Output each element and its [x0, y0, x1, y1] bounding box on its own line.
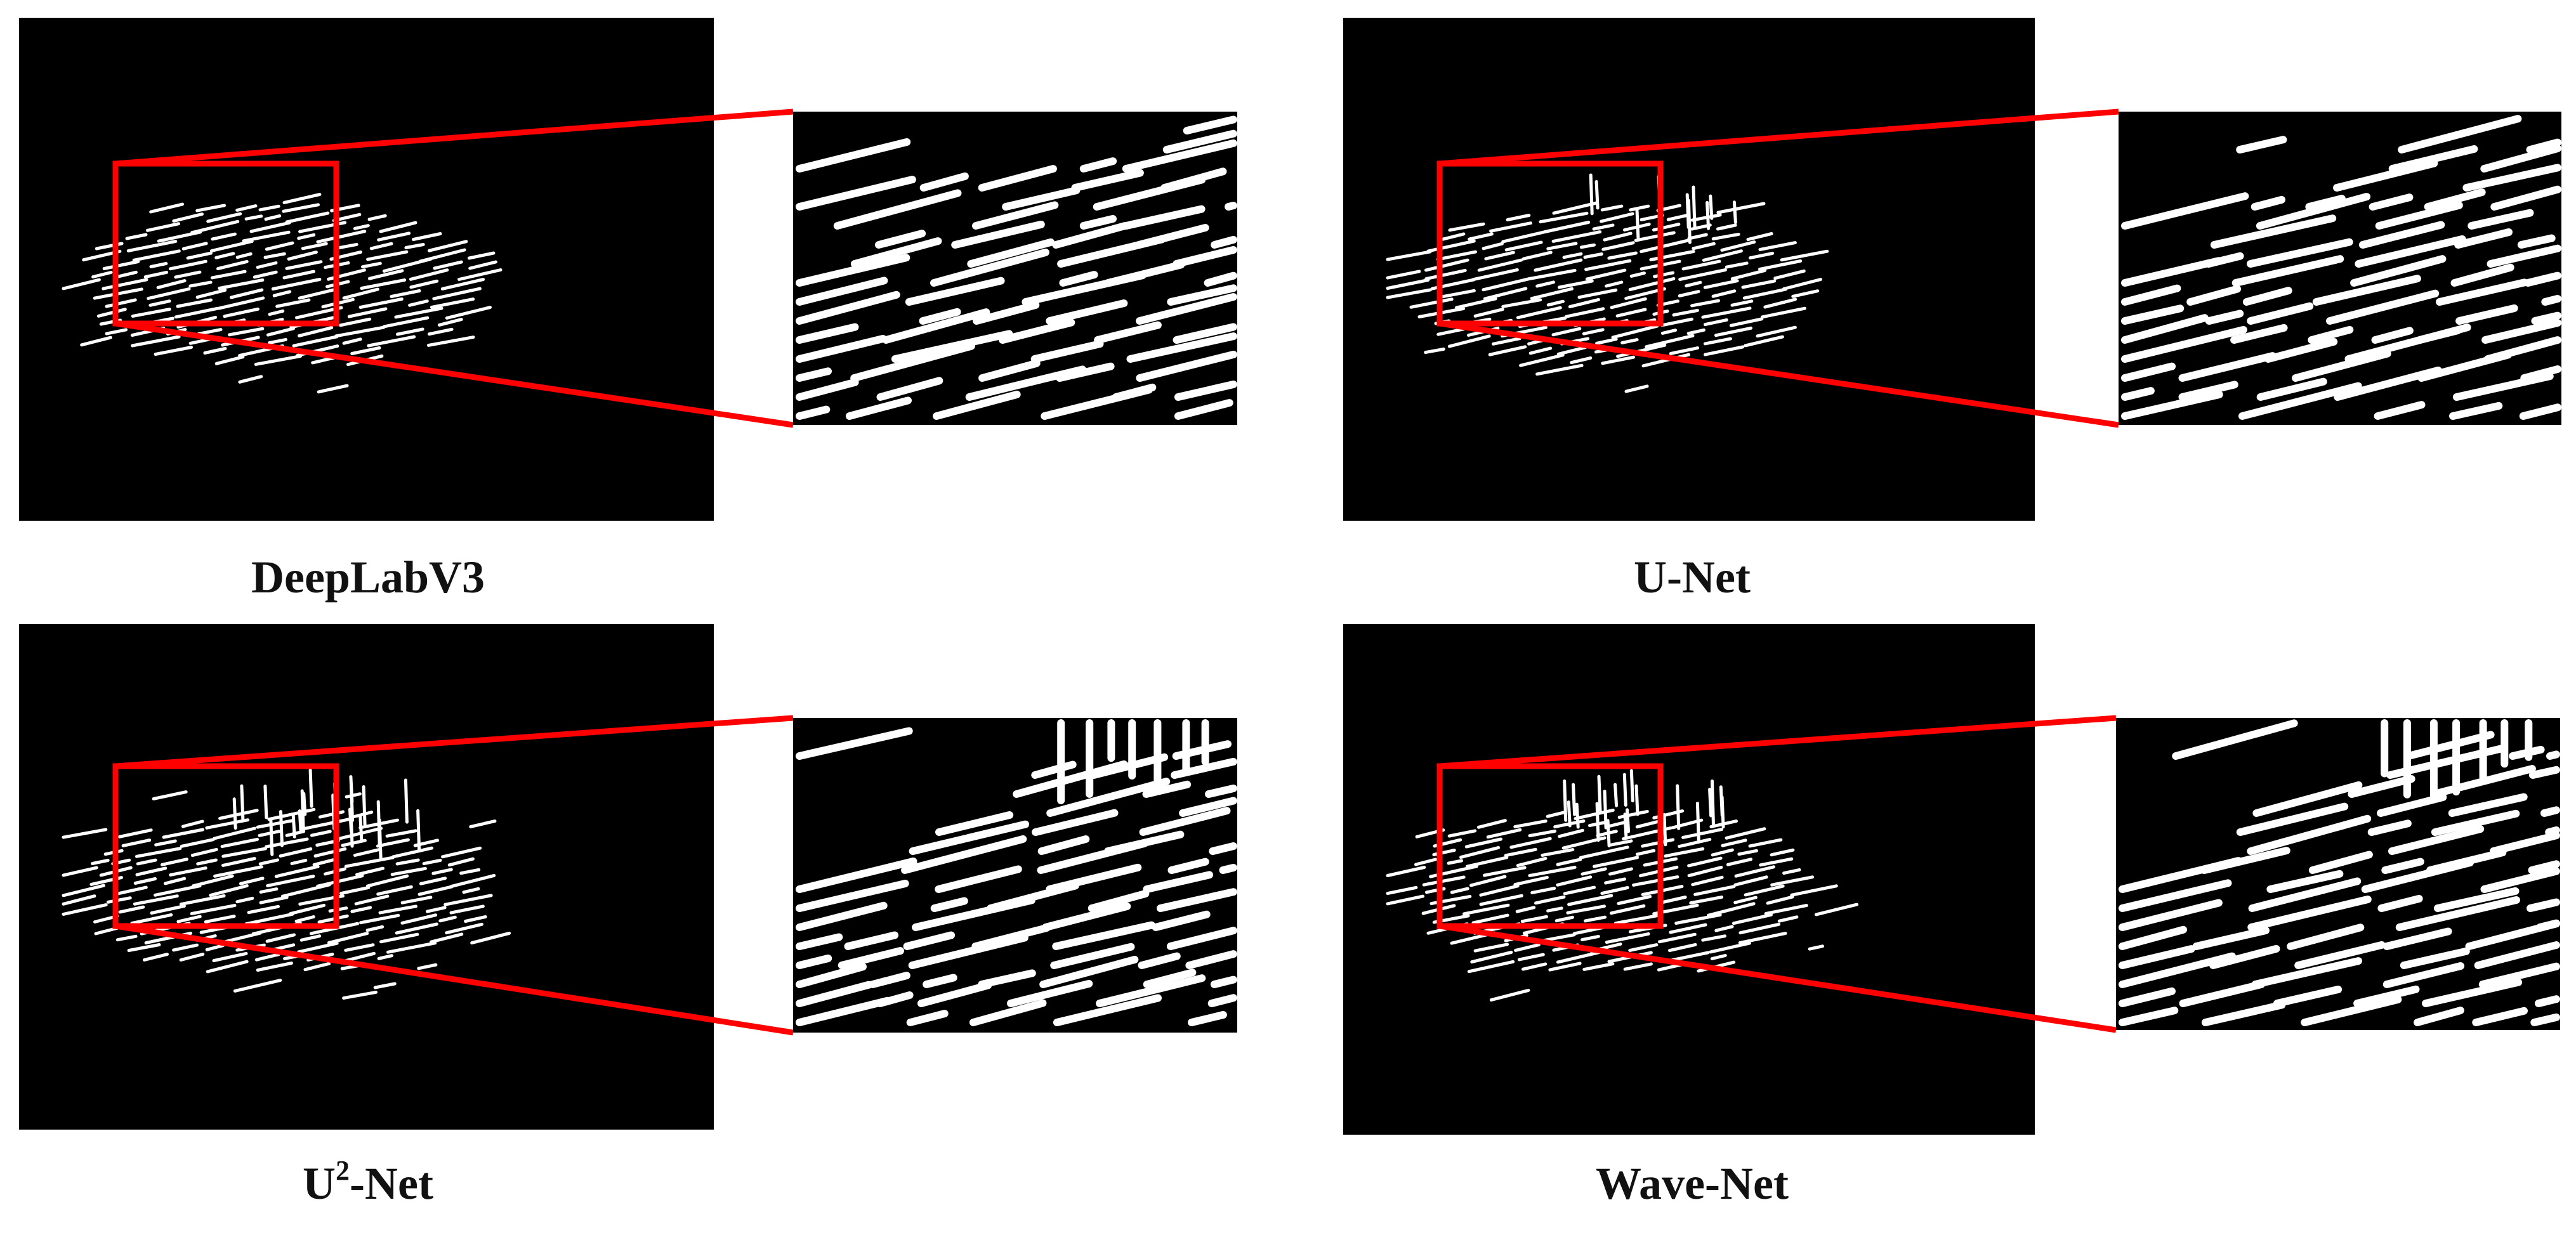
zoomed-fingerprint-ridges	[2121, 115, 2561, 420]
zoomed-fingerprint-ridges	[2119, 719, 2560, 1026]
zoom-connector-top	[1439, 108, 2119, 167]
zoomed-fingerprint-ridges	[796, 719, 1237, 1026]
panel-caption: Wave-Net	[1343, 1161, 2041, 1206]
panel-caption: U-Net	[1343, 554, 2041, 600]
panel-caption: U2-Net	[19, 1157, 717, 1209]
zoom-region-box	[1436, 160, 1664, 327]
segmentation-figure	[19, 18, 1237, 521]
zoom-connector-top	[115, 715, 794, 769]
zoom-connector-bottom	[115, 320, 794, 428]
panel-unet: U-Net	[1343, 18, 2576, 627]
full-segmentation-image	[19, 624, 714, 1130]
caption-text: Wave-Net	[1596, 1158, 1789, 1209]
zoom-region-box	[1436, 763, 1664, 929]
caption-text: U-Net	[1634, 552, 1751, 603]
panel-deeplabv3: DeepLabV3	[19, 18, 1275, 627]
caption-text: U	[303, 1158, 336, 1209]
zoom-connector-top	[115, 108, 794, 167]
panel-u2net: U2-Net	[19, 624, 1275, 1233]
caption-suffix: -Net	[350, 1158, 433, 1209]
caption-superscript: 2	[336, 1155, 350, 1186]
panel-wavenet: Wave-Net	[1343, 624, 2576, 1233]
fingerprint-ridges	[1386, 173, 1829, 393]
segmentation-figure	[19, 624, 1237, 1130]
full-segmentation-image	[19, 18, 714, 521]
zoom-connector-bottom	[115, 923, 794, 1036]
segmentation-figure	[1343, 624, 2560, 1135]
segmentation-figure	[1343, 18, 2561, 521]
zoom-region-box	[112, 160, 339, 327]
caption-text: DeepLabV3	[251, 552, 485, 603]
zoom-connector-bottom	[1439, 923, 2117, 1033]
zoom-connector-bottom	[1439, 320, 2119, 428]
zoomed-fingerprint-ridges	[796, 115, 1237, 420]
panel-caption: DeepLabV3	[19, 554, 717, 600]
fingerprint-ridges	[1386, 769, 1859, 1002]
zoom-connector-top	[1439, 715, 2117, 769]
zoom-region-box	[112, 763, 339, 929]
